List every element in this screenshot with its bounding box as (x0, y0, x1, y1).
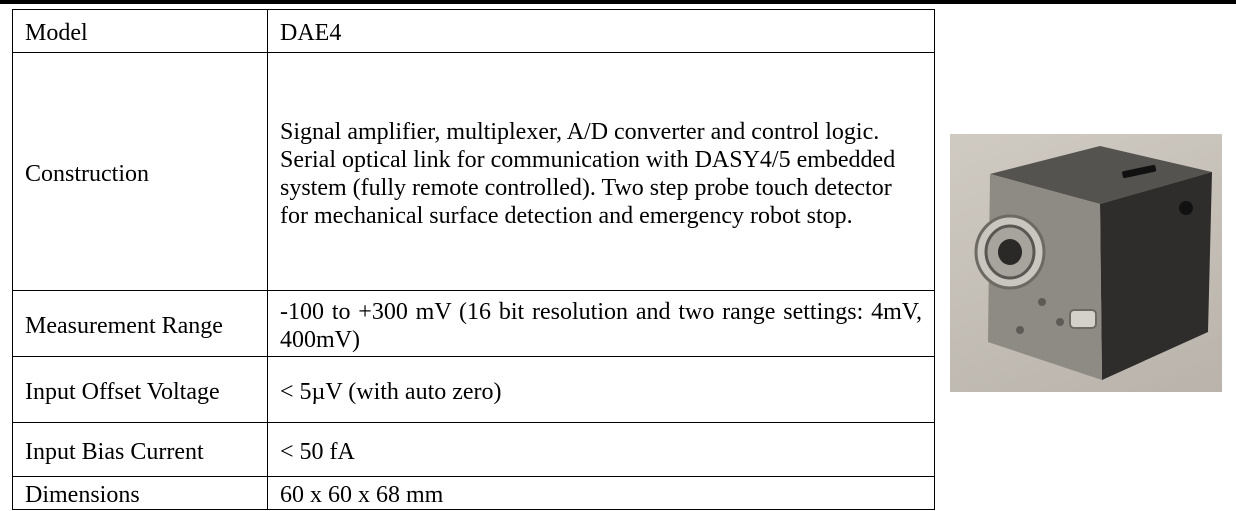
row-value: -100 to +300 mV (16 bit resolution and t… (267, 290, 935, 357)
row-label: Input Offset Voltage (12, 356, 268, 423)
table-row-construction: Construction Signal amplifier, multiplex… (12, 52, 935, 291)
table-row-measurement-range: Measurement Range -100 to +300 mV (16 bi… (12, 290, 935, 357)
device-slot (1122, 164, 1157, 179)
table-row-input-bias-current: Input Bias Current < 50 fA (12, 422, 935, 477)
row-label: Input Bias Current (12, 422, 268, 477)
screw-icon (1038, 298, 1046, 306)
row-value: < 5µV (with auto zero) (267, 356, 935, 423)
screw-icon (1016, 326, 1024, 334)
top-rule (0, 0, 1236, 4)
row-label: Model (12, 9, 268, 53)
device-top-face (990, 146, 1212, 204)
row-value: < 50 fA (267, 422, 935, 477)
connector-center (998, 239, 1022, 265)
screw-icon (1056, 318, 1064, 326)
device-illustration (974, 146, 1212, 380)
table-row-dimensions: Dimensions 60 x 60 x 68 mm (12, 476, 935, 510)
spec-table: Model DAE4 Construction Signal amplifier… (12, 9, 935, 510)
device-right-face (1100, 172, 1212, 380)
row-label: Construction (12, 52, 268, 291)
row-label: Measurement Range (12, 290, 268, 357)
row-value: DAE4 (267, 9, 935, 53)
row-value: Signal amplifier, multiplexer, A/D conve… (267, 52, 935, 291)
device-photo (950, 134, 1222, 392)
table-row-input-offset-voltage: Input Offset Voltage < 5µV (with auto ze… (12, 356, 935, 423)
table-row-model: Model DAE4 (12, 9, 935, 53)
row-value: 60 x 60 x 68 mm (267, 476, 935, 510)
device-hole (1179, 201, 1193, 215)
side-connector (1069, 309, 1097, 329)
row-label: Dimensions (12, 476, 268, 510)
